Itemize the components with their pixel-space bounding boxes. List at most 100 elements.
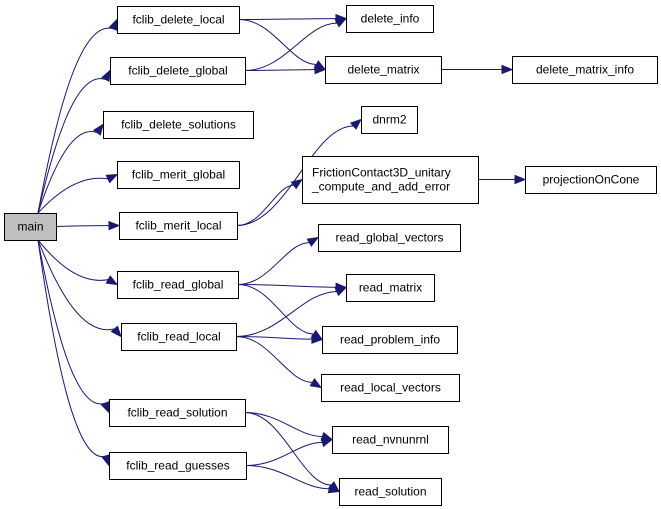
node-read-problem-info[interactable]: read_problem_info bbox=[322, 326, 458, 354]
node-label: fclib_read_global bbox=[133, 278, 224, 292]
node-box bbox=[117, 271, 239, 299]
arrowhead-icon bbox=[327, 484, 341, 494]
edge-fclib-merit-local-to-dnrm2 bbox=[236, 125, 354, 226]
arrowhead-icon bbox=[311, 334, 324, 344]
node-box bbox=[321, 374, 460, 402]
node-label: delete_info bbox=[361, 12, 420, 26]
node-box bbox=[332, 426, 449, 454]
edge-main-to-fclib-read-local bbox=[37, 239, 115, 331]
edge-main-to-fclib-read-guesses bbox=[37, 239, 107, 458]
node-box bbox=[121, 323, 237, 351]
node-label: read_global_vectors bbox=[335, 231, 443, 245]
arrowhead-icon bbox=[514, 174, 527, 185]
node-read-nvnunrnl[interactable]: read_nvnunrnl bbox=[332, 426, 449, 454]
arrowhead-icon bbox=[349, 118, 363, 130]
node-fclib-merit-global[interactable]: fclib_merit_global bbox=[117, 161, 240, 189]
node-box bbox=[339, 478, 442, 506]
node-box bbox=[117, 6, 240, 34]
node-label: read_problem_info bbox=[340, 333, 440, 347]
arrowhead-icon bbox=[101, 69, 111, 83]
node-box bbox=[346, 274, 435, 302]
edge-fclib-read-global-to-read-global-vectors bbox=[237, 242, 310, 285]
arrowhead-icon bbox=[314, 64, 327, 75]
edge-fclib-read-local-to-read-problem-info bbox=[235, 336, 313, 340]
arrowhead-icon bbox=[105, 173, 119, 184]
node-fclib-read-guesses[interactable]: fclib_read_guesses bbox=[109, 452, 247, 480]
node-label: fclib_delete_global bbox=[128, 64, 227, 78]
node-box bbox=[525, 166, 657, 194]
node-box bbox=[302, 156, 479, 204]
node-read-solution[interactable]: read_solution bbox=[339, 478, 442, 506]
node-box bbox=[4, 213, 57, 241]
node-label: delete_matrix_info bbox=[536, 63, 634, 77]
node-box bbox=[109, 399, 246, 427]
node-label: fclib_read_solution bbox=[127, 406, 227, 420]
node-box bbox=[361, 106, 418, 134]
node-label: fclib_delete_solutions bbox=[121, 118, 236, 132]
edge-fclib-read-local-to-read-local-vectors bbox=[235, 336, 313, 383]
arrowhead-icon bbox=[101, 454, 111, 467]
node-box bbox=[322, 326, 458, 354]
node-fclib-merit-local[interactable]: fclib_merit_local bbox=[119, 212, 238, 240]
node-box bbox=[325, 56, 442, 84]
node-fclib-delete-solutions[interactable]: fclib_delete_solutions bbox=[103, 111, 254, 139]
node-projectiononcone[interactable]: projectionOnCone bbox=[525, 166, 657, 194]
edge-fclib-read-global-to-read-matrix bbox=[237, 284, 337, 288]
node-box bbox=[346, 5, 434, 33]
edge-main-to-fclib-read-global bbox=[37, 239, 109, 281]
arrowhead-icon bbox=[501, 64, 514, 75]
node-delete-matrix-info[interactable]: delete_matrix_info bbox=[512, 56, 658, 84]
edge-fclib-merit-local-to-fc3d-error bbox=[236, 184, 294, 226]
edge-fclib-read-local-to-read-matrix bbox=[235, 291, 337, 337]
arrowhead-icon bbox=[309, 378, 323, 389]
node-fclib-read-local[interactable]: fclib_read_local bbox=[121, 323, 237, 351]
nodes-layer: main fclib_delete_local fclib_delete_globa… bbox=[4, 5, 658, 506]
node-label: fclib_read_local bbox=[137, 330, 220, 344]
edge-fclib-delete-local-to-delete-matrix bbox=[238, 19, 317, 65]
node-label: main bbox=[17, 220, 43, 234]
node-label: fclib_merit_local bbox=[135, 219, 221, 233]
node-label: projectionOnCone bbox=[543, 173, 640, 187]
node-box bbox=[512, 56, 658, 84]
node-box bbox=[110, 57, 246, 85]
edge-main-to-fclib-delete-solutions bbox=[37, 131, 98, 214]
node-label: read_solution bbox=[354, 485, 426, 499]
edge-main-to-fclib-read-solution bbox=[37, 239, 106, 405]
node-read-global-vectors[interactable]: read_global_vectors bbox=[318, 224, 461, 252]
node-box bbox=[109, 452, 247, 480]
arrowhead-icon bbox=[306, 236, 320, 247]
node-read-matrix[interactable]: read_matrix bbox=[346, 274, 435, 302]
edge-fclib-read-solution-to-read-nvnunrnl bbox=[244, 412, 323, 438]
arrowhead-icon bbox=[105, 275, 119, 286]
node-box bbox=[119, 212, 238, 240]
node-box bbox=[103, 111, 254, 139]
edge-fclib-delete-global-to-delete-matrix bbox=[244, 69, 316, 71]
arrowhead-icon bbox=[108, 220, 121, 231]
node-label: fclib_read_guesses bbox=[126, 459, 229, 473]
edge-fclib-read-solution-to-read-solution bbox=[244, 412, 332, 486]
node-fclib-delete-local[interactable]: fclib_delete_local bbox=[117, 6, 240, 34]
node-label: _compute_and_add_error bbox=[311, 180, 450, 194]
node-label: delete_matrix bbox=[347, 63, 419, 77]
node-box bbox=[318, 224, 461, 252]
arrowhead-icon bbox=[290, 178, 304, 190]
edge-main-to-fclib-delete-local bbox=[37, 27, 114, 214]
node-delete-info[interactable]: delete_info bbox=[346, 5, 434, 33]
node-label: read_matrix bbox=[359, 281, 422, 295]
node-fclib-read-global[interactable]: fclib_read_global bbox=[117, 271, 239, 299]
node-fc3d-error[interactable]: FrictionContact3D_unitary_compute_and_ad… bbox=[302, 156, 479, 204]
edge-fclib-read-guesses-to-read-nvnunrnl bbox=[245, 441, 323, 466]
node-read-local-vectors[interactable]: read_local_vectors bbox=[321, 374, 460, 402]
node-fclib-delete-global[interactable]: fclib_delete_global bbox=[110, 57, 246, 85]
edge-main-to-fclib-merit-local bbox=[55, 225, 110, 227]
arrowhead-icon bbox=[100, 400, 110, 414]
node-label: dnrm2 bbox=[372, 113, 406, 127]
node-fclib-read-solution[interactable]: fclib_read_solution bbox=[109, 399, 246, 427]
arrowhead-icon bbox=[92, 123, 104, 136]
edges-layer bbox=[37, 13, 527, 494]
node-main[interactable]: main bbox=[4, 213, 57, 241]
node-dnrm2[interactable]: dnrm2 bbox=[361, 106, 418, 134]
edge-fclib-read-global-to-read-problem-info bbox=[237, 284, 314, 335]
node-delete-matrix[interactable]: delete_matrix bbox=[325, 56, 442, 84]
